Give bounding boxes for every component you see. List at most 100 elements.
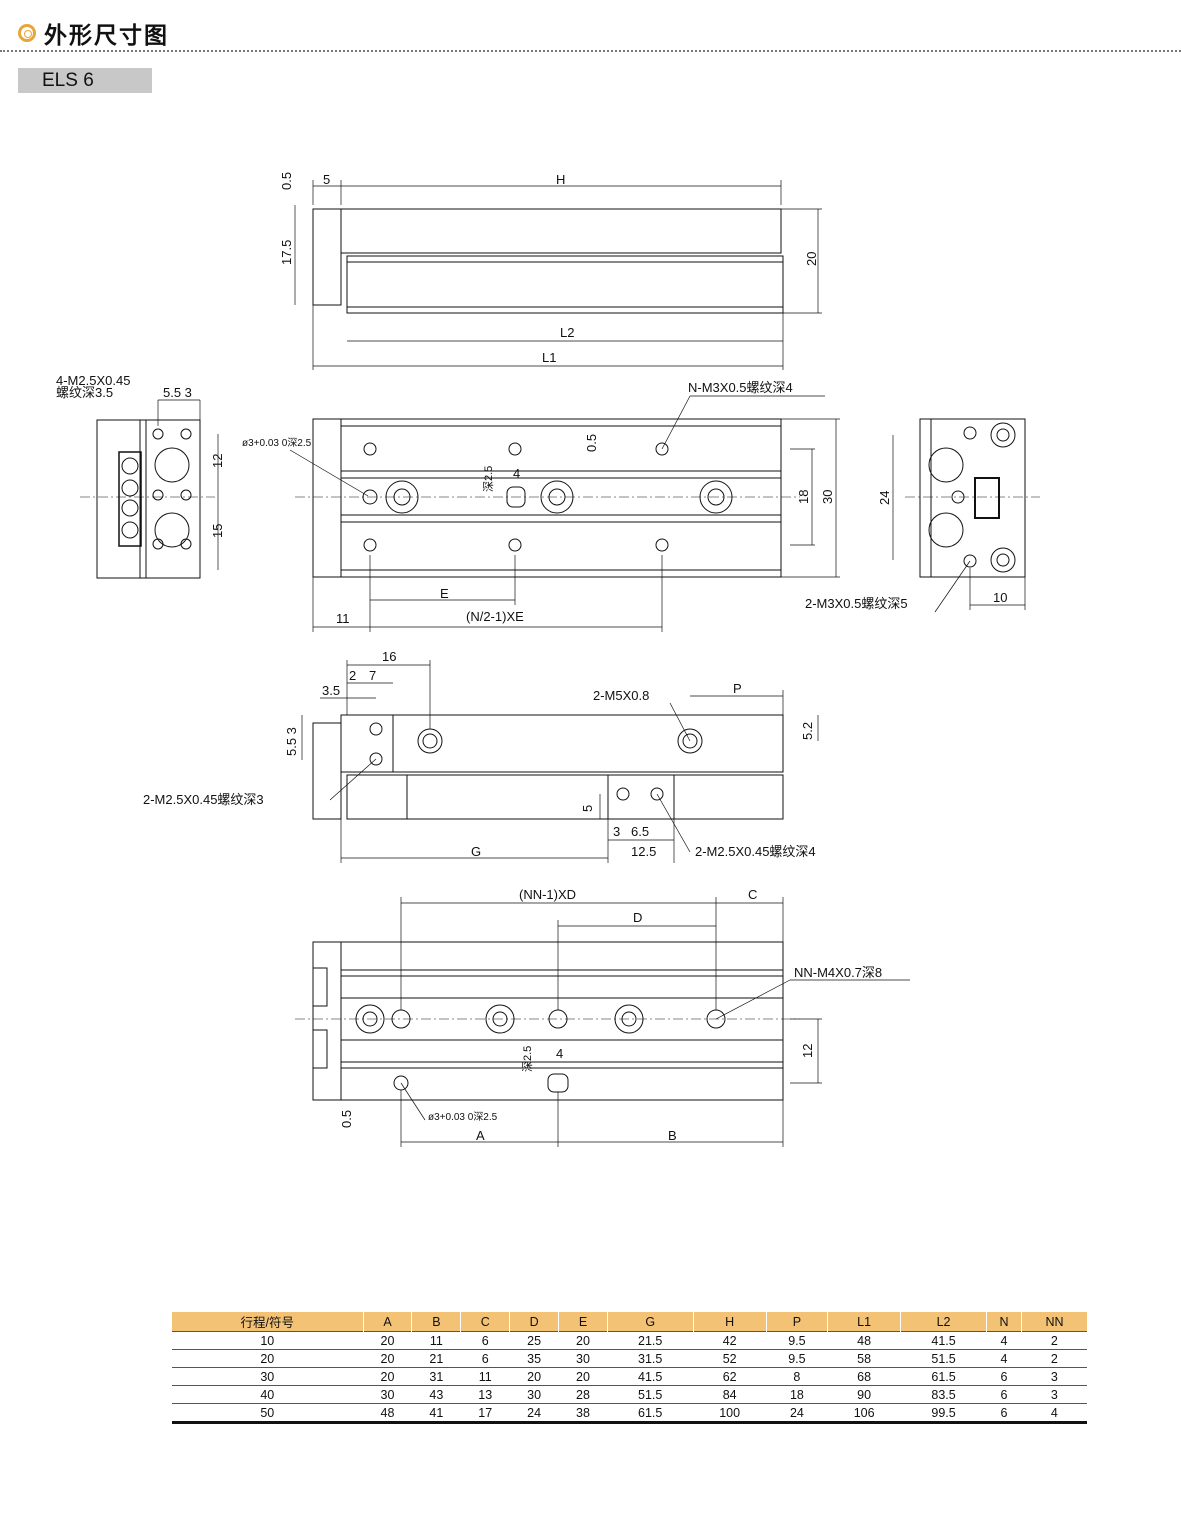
dim-bottom-4: 4 xyxy=(556,1046,563,1061)
table-cell: 41 xyxy=(411,1403,461,1424)
table-cell: 50 xyxy=(171,1403,364,1424)
dim-left-tap: 4-M2.5X0.45 xyxy=(56,373,130,388)
table-cell: 61.5 xyxy=(607,1403,693,1424)
table-cell: 48 xyxy=(827,1331,901,1350)
col-header: C xyxy=(460,1312,510,1332)
table-cell: 21 xyxy=(411,1349,461,1368)
table-cell: 6 xyxy=(986,1385,1022,1404)
title-group: 外形尺寸图 xyxy=(18,16,169,50)
table-cell: 13 xyxy=(460,1385,510,1404)
table-cell: 30 xyxy=(509,1385,559,1404)
left-end-view: 4-M2.5X0.45 螺纹深3.5 5.5 3 12 15 xyxy=(56,373,225,579)
table-cell: 28 xyxy=(558,1385,608,1404)
table-cell: 24 xyxy=(766,1403,828,1424)
dim-left-12: 12 xyxy=(210,454,225,468)
dim-bottom-D: D xyxy=(633,910,642,925)
dim-side-P: P xyxy=(733,681,742,696)
dim-bottom-pin: ø3+0.03 0深2.5 xyxy=(428,1111,498,1123)
table-cell: 51.5 xyxy=(607,1385,693,1404)
dim-plan-18: 18 xyxy=(796,490,811,504)
dim-plan-30: 30 xyxy=(820,490,835,504)
dim-top-175: 17.5 xyxy=(279,240,294,265)
col-header: P xyxy=(765,1312,828,1332)
table-cell: 8 xyxy=(766,1367,828,1386)
table-cell: 6 xyxy=(460,1331,510,1350)
dim-left-tapdepth: 螺纹深3.5 xyxy=(56,385,113,400)
dim-left-15: 15 xyxy=(210,524,225,538)
table-cell: 38 xyxy=(558,1403,608,1424)
col-header: D xyxy=(509,1312,559,1332)
dim-side-35: 3.5 xyxy=(322,683,340,698)
dim-top-L2: L2 xyxy=(560,325,574,340)
table-cell: 18 xyxy=(766,1385,828,1404)
dim-side-3: 3 xyxy=(613,824,620,839)
table-cell: 9.5 xyxy=(766,1349,828,1368)
col-header: NN xyxy=(1021,1312,1087,1332)
bottom-view: (NN-1)XD C D NN-M4X0.7深8 深2.5 4 12 ø3+0.… xyxy=(295,887,910,1147)
dim-plan-n2: (N/2-1)XE xyxy=(466,609,524,624)
table-cell: 52 xyxy=(693,1349,767,1368)
table-cell: 20 xyxy=(171,1349,364,1368)
table-cell: 10 xyxy=(171,1331,364,1350)
table-cell: 61.5 xyxy=(900,1367,987,1386)
table-cell: 99.5 xyxy=(900,1403,987,1424)
dim-side-m25a: 2-M2.5X0.45螺纹深3 xyxy=(143,792,264,807)
dimension-drawing: 0.5 5 H 17.5 20 L2 L1 4-M2.5X0.45 螺纹深3.5… xyxy=(56,172,1040,1147)
table-cell: 51.5 xyxy=(900,1349,987,1368)
table-cell: 3 xyxy=(1021,1367,1087,1386)
table-cell: 2 xyxy=(1021,1349,1087,1368)
dim-side-553: 5.5 3 xyxy=(284,727,299,756)
table-cell: 62 xyxy=(693,1367,767,1386)
table-cell: 11 xyxy=(411,1331,461,1350)
dim-side-16: 16 xyxy=(382,649,396,664)
col-header: H xyxy=(692,1312,767,1332)
col-header: N xyxy=(985,1312,1022,1332)
table-cell: 6 xyxy=(986,1403,1022,1424)
dim-plan-nm3: N-M3X0.5螺纹深4 xyxy=(688,380,793,395)
dim-plan-11: 11 xyxy=(336,611,350,626)
table-cell: 6 xyxy=(986,1367,1022,1386)
table-cell: 4 xyxy=(986,1331,1022,1350)
dim-plan-4: 4 xyxy=(513,466,520,481)
table-cell: 20 xyxy=(363,1367,412,1386)
table-cell: 42 xyxy=(693,1331,767,1350)
dim-bottom-12: 12 xyxy=(800,1044,815,1058)
side-view: 16 2 7 3.5 5.5 3 2-M5X0.8 P 5.2 2-M2.5X0… xyxy=(143,649,819,863)
dim-side-65: 6.5 xyxy=(631,824,649,839)
col-header: G xyxy=(606,1312,693,1332)
table-cell: 3 xyxy=(1021,1385,1087,1404)
dim-bottom-nnxd: (NN-1)XD xyxy=(519,887,576,902)
table-cell: 43 xyxy=(411,1385,461,1404)
table-cell: 20 xyxy=(363,1331,412,1350)
table-cell: 58 xyxy=(827,1349,901,1368)
dim-top-20: 20 xyxy=(804,252,819,266)
table-cell: 20 xyxy=(509,1367,559,1386)
col-header: L1 xyxy=(826,1312,901,1332)
table-cell: 6 xyxy=(460,1349,510,1368)
plan-view: ø3+0.03 0深2.5 N-M3X0.5螺纹深4 0.5 深2.5 4 18… xyxy=(242,380,840,632)
dim-right-10: 10 xyxy=(993,590,1007,605)
dim-top-5: 5 xyxy=(323,172,330,187)
table-cell: 68 xyxy=(827,1367,901,1386)
table-cell: 11 xyxy=(460,1367,510,1386)
dim-top-05: 0.5 xyxy=(279,172,294,190)
table-cell: 9.5 xyxy=(766,1331,828,1350)
dim-top-L1: L1 xyxy=(542,350,556,365)
dim-side-5: 5 xyxy=(580,805,595,812)
table-cell: 41.5 xyxy=(900,1331,987,1350)
table-cell: 35 xyxy=(509,1349,559,1368)
table-cell: 31 xyxy=(411,1367,461,1386)
table-cell: 90 xyxy=(827,1385,901,1404)
col-header: A xyxy=(362,1312,412,1332)
dim-side-125: 12.5 xyxy=(631,844,656,859)
dim-side-52: 5.2 xyxy=(800,722,815,740)
dim-bottom-B: B xyxy=(668,1128,677,1143)
right-end-view: 24 2-M3X0.5螺纹深5 10 xyxy=(805,418,1040,613)
